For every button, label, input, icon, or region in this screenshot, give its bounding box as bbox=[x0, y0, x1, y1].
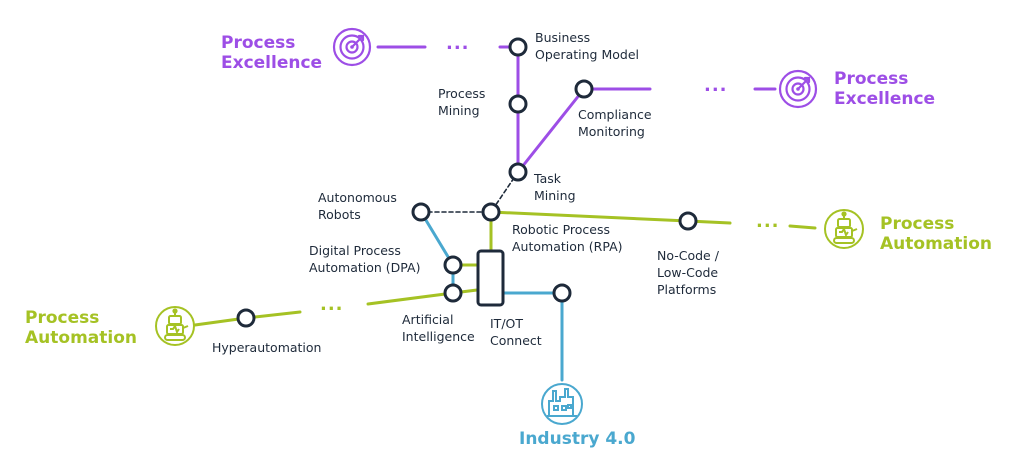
robot-icon bbox=[155, 306, 195, 346]
hub-process-automation-left: Process Automation bbox=[25, 308, 137, 348]
hub-line: Process bbox=[25, 308, 100, 328]
label-line: Robotic Process bbox=[512, 222, 610, 237]
label-dpa: Digital Process Automation (DPA) bbox=[309, 242, 420, 276]
station-dpa[interactable] bbox=[443, 255, 463, 275]
hub-process-excellence-left: Process Excellence bbox=[221, 33, 322, 73]
label-line: Mining bbox=[534, 188, 576, 203]
label-line: Autonomous bbox=[318, 190, 397, 205]
station-ai[interactable] bbox=[443, 283, 463, 303]
hub-industry-4-0: Industry 4.0 bbox=[519, 429, 635, 449]
robot-icon bbox=[824, 209, 864, 249]
hub-line: Automation bbox=[880, 234, 992, 254]
label-line: Digital Process bbox=[309, 243, 401, 258]
hub-line: Process bbox=[834, 69, 909, 89]
blue-line-robots bbox=[419, 210, 455, 295]
hub-process-automation-right: Process Automation bbox=[880, 214, 992, 254]
factory-icon bbox=[541, 383, 583, 425]
label-business-operating-model: Business Operating Model bbox=[535, 29, 639, 63]
station-hyperautomation[interactable] bbox=[236, 308, 256, 328]
label-line: Artificial bbox=[402, 312, 454, 327]
station-rpa[interactable] bbox=[481, 202, 501, 222]
label-line: Intelligence bbox=[402, 329, 475, 344]
hub-line: Excellence bbox=[834, 89, 936, 109]
label-line: Monitoring bbox=[578, 124, 645, 139]
ellipsis-green-right: ... bbox=[756, 211, 780, 232]
label-rpa: Robotic Process Automation (RPA) bbox=[512, 221, 623, 255]
it-ot-connector-block[interactable] bbox=[476, 249, 505, 307]
label-line: Compliance bbox=[578, 107, 652, 122]
label-ai: Artificial Intelligence bbox=[402, 311, 475, 345]
green-line-right bbox=[788, 224, 817, 230]
label-task-mining: Task Mining bbox=[534, 170, 576, 204]
label-it-ot-connect: IT/OT Connect bbox=[490, 315, 542, 349]
label-line: Task bbox=[534, 171, 561, 186]
hub-process-excellence-right: Process Excellence bbox=[834, 69, 935, 109]
target-icon bbox=[332, 27, 372, 67]
target-icon bbox=[778, 69, 818, 109]
label-line: Business bbox=[535, 30, 591, 45]
label-line: Connect bbox=[490, 333, 542, 348]
station-no-code[interactable] bbox=[678, 211, 698, 231]
hub-line: Excellence bbox=[221, 53, 323, 73]
label-line: Operating Model bbox=[535, 47, 639, 62]
ellipsis-purple-top: ... bbox=[446, 33, 470, 54]
hub-line: Industry 4.0 bbox=[519, 429, 636, 449]
hub-line: Process bbox=[221, 33, 296, 53]
label-line: No-Code / bbox=[657, 248, 719, 263]
label-line: Low-Code bbox=[657, 265, 719, 280]
hub-line: Process bbox=[880, 214, 955, 234]
label-compliance-monitoring: Compliance Monitoring bbox=[578, 106, 652, 140]
label-no-code: No-Code / Low-Code Platforms bbox=[657, 247, 719, 298]
label-line: IT/OT bbox=[490, 316, 524, 331]
label-process-mining: Process Mining bbox=[438, 85, 485, 119]
ellipsis-purple-right: ... bbox=[704, 75, 728, 96]
station-autonomous-robots[interactable] bbox=[411, 202, 431, 222]
label-line: Robots bbox=[318, 207, 361, 222]
label-line: Platforms bbox=[657, 282, 717, 297]
label-line: Process bbox=[438, 86, 486, 101]
label-line: Hyperautomation bbox=[212, 340, 322, 355]
label-line: Automation (RPA) bbox=[512, 239, 623, 254]
label-autonomous-robots: Autonomous Robots bbox=[318, 189, 397, 223]
ellipsis-green-left: ... bbox=[320, 294, 344, 315]
station-task-mining[interactable] bbox=[508, 162, 528, 182]
station-business-operating-model[interactable] bbox=[508, 37, 528, 57]
hub-line: Automation bbox=[25, 328, 137, 348]
label-line: Automation (DPA) bbox=[309, 260, 421, 275]
label-hyperautomation: Hyperautomation bbox=[212, 339, 321, 356]
label-line: Mining bbox=[438, 103, 480, 118]
station-compliance-monitoring[interactable] bbox=[574, 79, 594, 99]
station-it-ot-connect[interactable] bbox=[552, 283, 572, 303]
station-process-mining[interactable] bbox=[508, 94, 528, 114]
